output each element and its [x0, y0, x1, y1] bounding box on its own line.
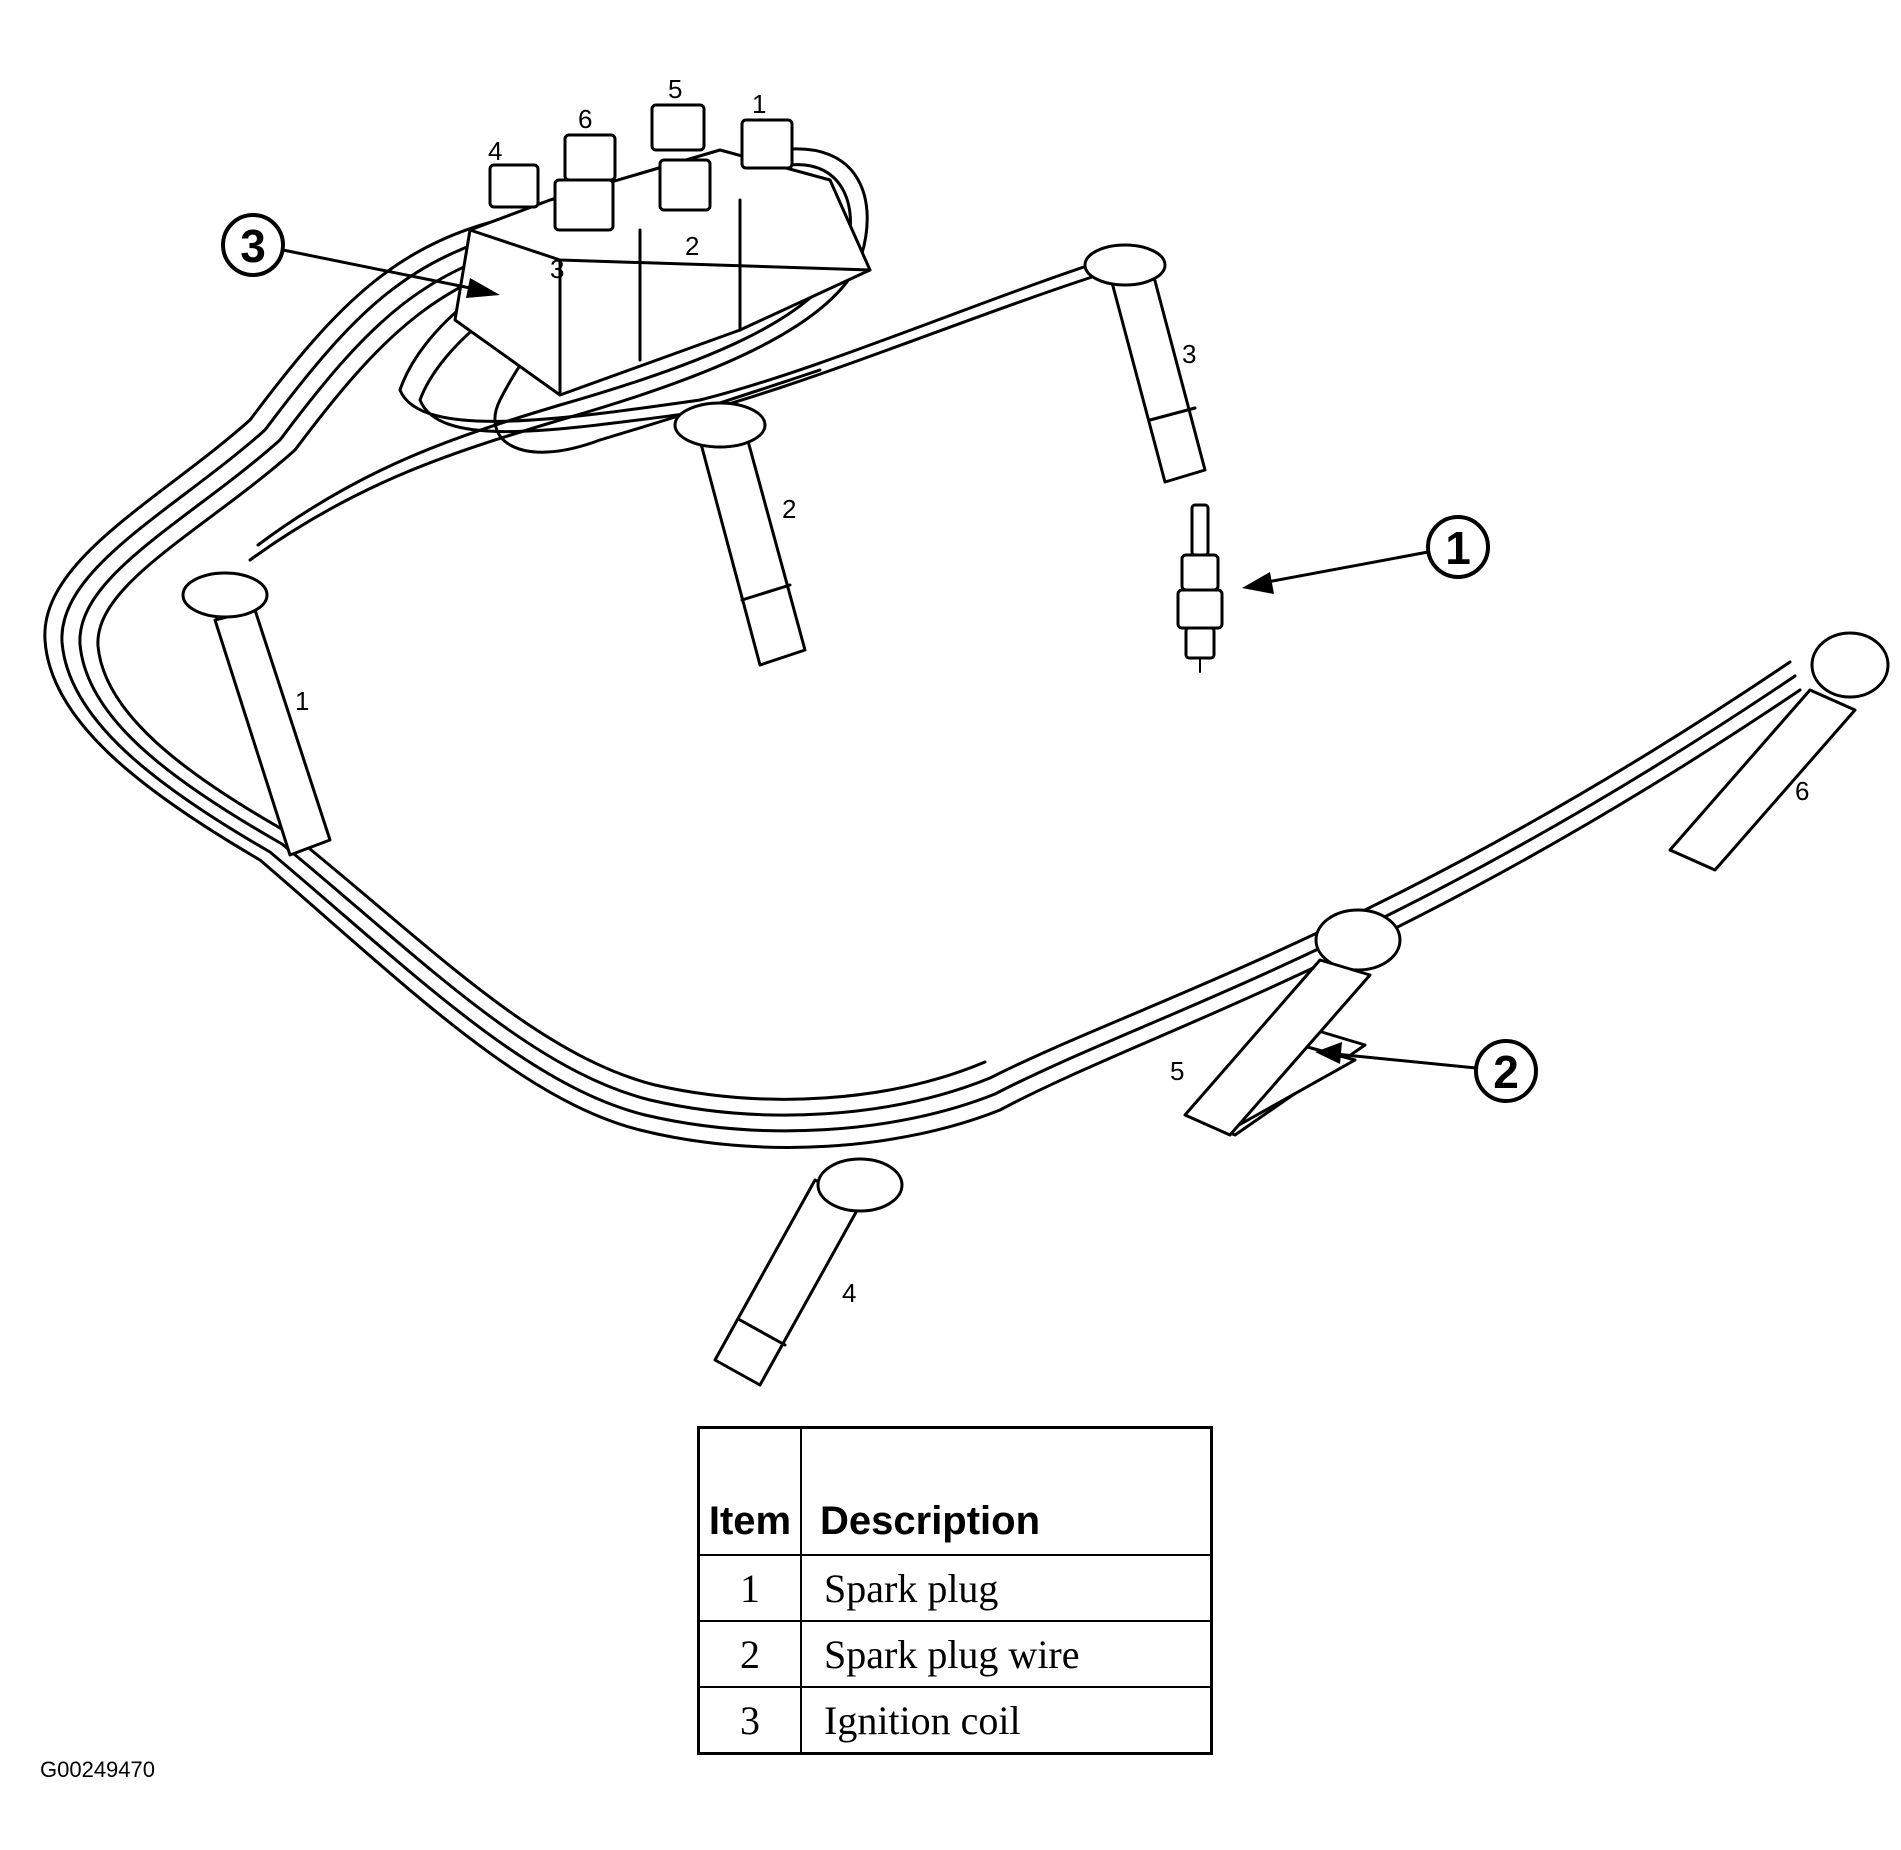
coil-tower-label-2: 2	[685, 231, 699, 261]
boot-label-4: 4	[842, 1278, 856, 1308]
figure-id: G00249470	[40, 1757, 155, 1782]
svg-text:1: 1	[1445, 522, 1471, 574]
boot-label-5: 5	[1170, 1056, 1184, 1086]
boot-label-6: 6	[1795, 776, 1809, 806]
legend-description: Spark plug	[800, 1554, 1213, 1622]
legend-description: Ignition coil	[800, 1686, 1213, 1755]
callout-2: 2	[1315, 1039, 1538, 1103]
svg-text:3: 3	[240, 220, 266, 272]
coil-tower-label-5: 5	[668, 74, 682, 104]
legend-item: 1	[697, 1554, 802, 1622]
coil-tower-label-6: 6	[578, 104, 592, 134]
boot-6	[1668, 631, 1890, 872]
coil-towers	[488, 103, 794, 232]
legend-row: 2 Spark plug wire	[697, 1620, 1213, 1688]
boot-4	[713, 1157, 904, 1387]
legend-header-item: Item	[697, 1426, 802, 1556]
callout-1: 1	[1242, 515, 1490, 594]
boot-3	[1083, 243, 1207, 484]
svg-text:2: 2	[1493, 1046, 1519, 1098]
wire-harness-bundle	[43, 213, 1802, 1149]
legend-description: Spark plug wire	[800, 1620, 1213, 1688]
boot-label-3: 3	[1182, 339, 1196, 369]
boot-1	[181, 571, 332, 857]
coil-tower-labels: 4 6 5 1 3 2	[488, 74, 766, 284]
legend-table: Item Description 1 Spark plug 2 Spark pl…	[697, 1426, 1213, 1755]
legend-item: 3	[697, 1686, 802, 1755]
callout-3: 3	[221, 213, 500, 298]
spark-plug	[1176, 503, 1224, 673]
boot-label-1: 1	[295, 686, 309, 716]
legend-row: 3 Ignition coil	[697, 1686, 1213, 1755]
boot-5	[1183, 908, 1402, 1137]
coil-tower-label-4: 4	[488, 136, 502, 166]
boot-2	[673, 401, 807, 667]
legend-item: 2	[697, 1620, 802, 1688]
legend-row: 1 Spark plug	[697, 1554, 1213, 1622]
legend-header-description: Description	[800, 1426, 1213, 1556]
coil-tower-label-1: 1	[752, 89, 766, 119]
coil-tower-label-3: 3	[550, 254, 564, 284]
boot-label-2: 2	[782, 494, 796, 524]
boot-labels: 1 2 3 4 5 6	[295, 339, 1809, 1308]
